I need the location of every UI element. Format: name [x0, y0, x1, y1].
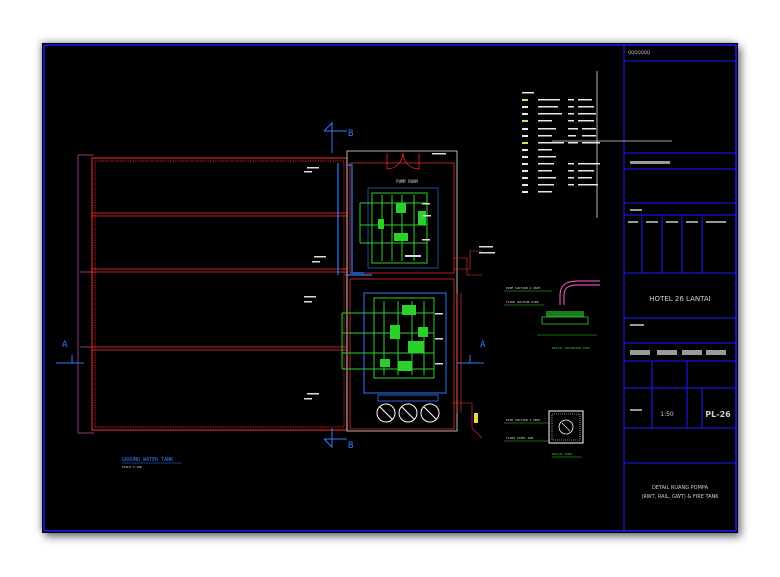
plan-caption: GROUND WATER TANK: [122, 457, 173, 463]
drawing-title-line-1: DETAIL RUANG POMPA: [652, 485, 709, 491]
title-block-field-bar: [682, 350, 702, 355]
title-block-field-bar: [686, 221, 698, 223]
legend: [522, 71, 672, 218]
sheet-number: PL-26: [705, 410, 731, 419]
title-block-field-bar: [630, 209, 642, 211]
drawing-sheet: QQQQQQQ HOTEL 26 LANTAI 1:50 PL-26 DETAI…: [42, 43, 738, 533]
ground-water-tank-plan: PUMP ROOM: [56, 121, 495, 469]
detail2-note-1: PIPE SUCTION 4 INCH: [506, 418, 541, 422]
detail2-note-2: FLOOR STEEL GUN: [506, 436, 533, 440]
title-block-field-bar: [706, 221, 726, 223]
detail2-caption: DETAIL SUMP: [552, 452, 572, 456]
title-block-field-bar: [646, 221, 658, 223]
title-block-field-bar: [630, 324, 644, 326]
cad-drawing: QQQQQQQ HOTEL 26 LANTAI 1:50 PL-26 DETAI…: [43, 44, 737, 532]
title-block-field-bar: [657, 350, 677, 355]
section-marker-a-right: A: [480, 340, 486, 350]
title-block-field-bar: [630, 161, 670, 164]
plan-caption-scale: SCALE 1:100: [122, 465, 142, 469]
title-block-field-bar: [628, 221, 638, 223]
section-marker-a-left: A: [62, 340, 68, 350]
detail-sump: PIPE SUCTION 4 INCH FLOOR STEEL GUN DETA…: [504, 410, 584, 458]
detail1-caption: DETAIL SEPARATOR PIPE: [552, 346, 590, 350]
drawing-title-line-2: (RWT, RAIL, GWT) & FIRE TANK: [641, 494, 719, 500]
detail1-note-1: PIPE SUCTION 4 INCH: [506, 286, 541, 290]
drawing-scale: 1:50: [660, 411, 674, 418]
title-block-field-bar: [706, 350, 726, 355]
title-block-header: QQQQQQQ: [628, 50, 650, 55]
pump-room-label: PUMP ROOM: [396, 179, 418, 184]
section-marker-b-top: B: [348, 129, 353, 139]
title-block-field-bar: [666, 221, 678, 223]
section-marker-b-bottom: B: [348, 441, 353, 451]
title-block: [623, 45, 736, 531]
detail-separator-pipe: PIPE SUCTION 4 INCH FLOOR SUCTION PIPE D…: [504, 280, 600, 350]
title-block-field-bar: [630, 350, 650, 355]
detail1-note-2: FLOOR SUCTION PIPE: [506, 300, 539, 304]
project-name: HOTEL 26 LANTAI: [649, 295, 710, 303]
sheet-border: [43, 44, 737, 532]
title-block-field-bar: [630, 409, 642, 411]
